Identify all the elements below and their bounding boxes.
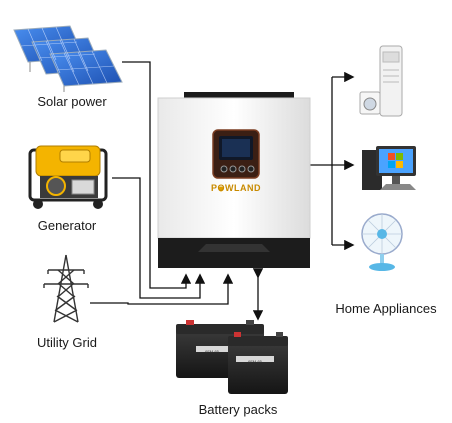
battery-icon	[176, 320, 288, 394]
battery-packs-label: Battery packs	[198, 402, 278, 417]
grid-line	[90, 273, 234, 305]
electric-fan-icon	[361, 213, 403, 271]
generator-line	[112, 177, 206, 299]
desktop-computer-icon	[362, 146, 416, 190]
battery-model-text: 6FM-65	[205, 349, 219, 354]
air-conditioner-icon	[359, 45, 403, 117]
battery-model-text-2: 6FM-65	[248, 359, 262, 364]
home-appliances-label: Home Appliances	[335, 301, 437, 316]
solar-panel-icon	[13, 25, 123, 92]
inverter-brand-label: POWLAND	[211, 183, 261, 193]
solar-power-label: Solar power	[37, 94, 107, 109]
solar-line	[122, 61, 192, 289]
power-pylon-icon	[43, 254, 89, 323]
generator-icon	[28, 145, 108, 209]
generator-label: Generator	[37, 218, 97, 233]
inverter-icon	[157, 92, 311, 268]
utility-grid-label: Utility Grid	[37, 335, 97, 350]
connection-lines	[90, 61, 355, 321]
